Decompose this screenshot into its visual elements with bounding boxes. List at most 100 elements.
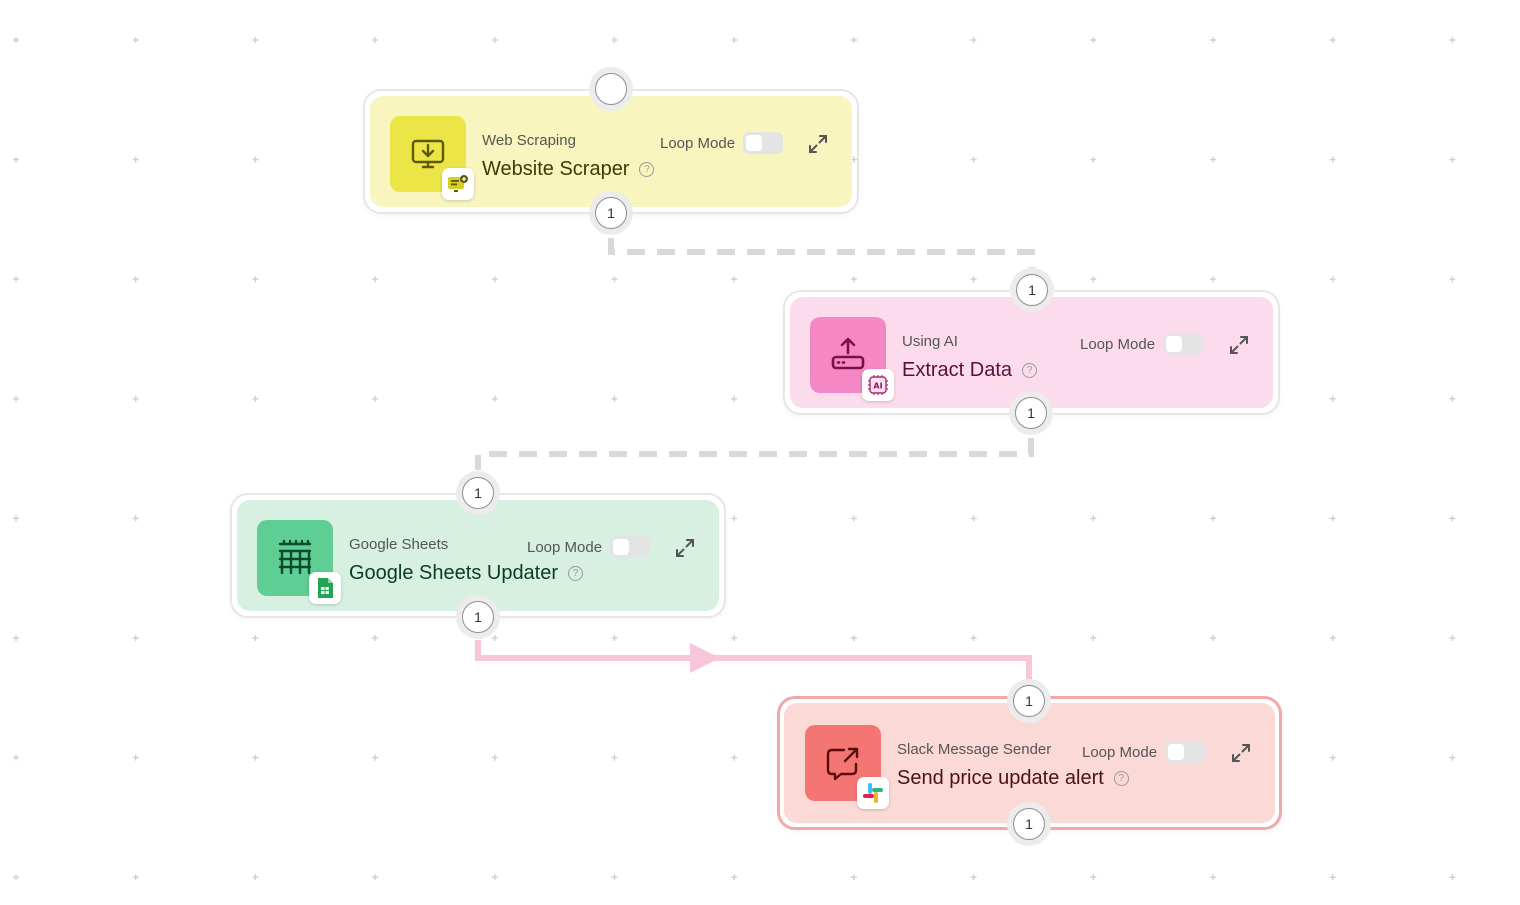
grid-dot bbox=[731, 874, 738, 881]
help-icon[interactable]: ? bbox=[639, 162, 655, 177]
input-port-count bbox=[595, 73, 627, 105]
help-icon[interactable]: ? bbox=[1113, 771, 1129, 786]
upload-tray-icon bbox=[831, 337, 865, 370]
loop-mode-label: Loop Mode bbox=[1080, 335, 1156, 353]
loop-mode-toggle[interactable] bbox=[610, 536, 651, 558]
grid-dot bbox=[372, 635, 379, 641]
grid-dot bbox=[13, 37, 19, 43]
output-port[interactable]: 1 bbox=[589, 191, 633, 235]
grid-dot bbox=[1210, 156, 1216, 163]
grid-dot bbox=[372, 276, 379, 283]
node-body: Google Sheets Google Sheets Updater ? Lo… bbox=[237, 500, 719, 611]
grid-dot bbox=[1090, 635, 1097, 641]
expand-icon[interactable] bbox=[1229, 741, 1253, 765]
grid-dot bbox=[1449, 874, 1456, 881]
grid-dot bbox=[611, 635, 618, 641]
grid-dot bbox=[1210, 635, 1216, 641]
grid-dot bbox=[850, 874, 857, 881]
grid-dot bbox=[1329, 515, 1336, 522]
connection-extract-to-sheets[interactable] bbox=[475, 438, 1034, 470]
grid-dot bbox=[611, 754, 618, 761]
node-body: Web Scraping Website Scraper ? Loop Mode bbox=[370, 96, 852, 207]
grid-dot bbox=[13, 395, 19, 402]
grid-dot bbox=[1329, 276, 1336, 283]
expand-icon[interactable] bbox=[806, 132, 830, 156]
grid-dot bbox=[970, 37, 977, 43]
node-google-sheets-updater[interactable]: Google Sheets Google Sheets Updater ? Lo… bbox=[230, 493, 726, 618]
grid-dot bbox=[13, 515, 19, 522]
grid-dot bbox=[1210, 276, 1216, 283]
loop-mode-toggle[interactable] bbox=[1163, 333, 1204, 355]
grid-dot bbox=[1329, 874, 1336, 881]
grid-dot bbox=[491, 874, 498, 881]
grid-dot bbox=[1449, 156, 1456, 163]
grid-dot bbox=[252, 276, 259, 283]
input-port[interactable]: 1 bbox=[456, 471, 500, 515]
output-port[interactable]: 1 bbox=[1007, 802, 1051, 846]
loop-mode-toggle[interactable] bbox=[743, 132, 784, 154]
expand-icon[interactable] bbox=[673, 536, 697, 560]
output-port[interactable]: 1 bbox=[1009, 391, 1053, 435]
output-port-count: 1 bbox=[1015, 397, 1047, 429]
node-body: AI Using AI Extract Data ? Loop Mode bbox=[790, 297, 1273, 408]
grid-dot bbox=[1090, 276, 1097, 283]
grid-dot bbox=[372, 37, 379, 43]
grid-dot bbox=[1449, 515, 1456, 522]
input-port-count: 1 bbox=[1016, 274, 1048, 306]
node-title[interactable]: Website Scraper bbox=[482, 158, 630, 180]
grid-dot bbox=[13, 635, 19, 641]
grid-dot bbox=[491, 395, 498, 402]
grid-dot bbox=[731, 515, 738, 522]
node-title[interactable]: Send price update alert bbox=[897, 767, 1104, 789]
grid-dot bbox=[252, 635, 259, 641]
connection-sheets-to-slack[interactable] bbox=[475, 640, 1032, 680]
node-title[interactable]: Google Sheets Updater bbox=[349, 562, 559, 584]
message-share-icon bbox=[826, 747, 859, 781]
grid-dot bbox=[970, 515, 977, 522]
grid-dot bbox=[491, 37, 498, 43]
output-port[interactable]: 1 bbox=[456, 595, 500, 639]
grid-dot bbox=[1449, 754, 1456, 761]
grid-dot bbox=[132, 37, 139, 43]
web-scraper-badge-icon bbox=[442, 168, 474, 200]
input-port[interactable] bbox=[589, 67, 633, 111]
grid-dot bbox=[731, 37, 738, 43]
help-icon[interactable]: ? bbox=[1022, 363, 1038, 378]
help-icon[interactable]: ? bbox=[568, 566, 584, 581]
grid-dot bbox=[491, 754, 498, 761]
input-port-count: 1 bbox=[1013, 685, 1045, 717]
node-title[interactable]: Extract Data bbox=[902, 359, 1013, 381]
loop-mode-toggle[interactable] bbox=[1165, 741, 1206, 763]
output-port-count: 1 bbox=[1013, 808, 1045, 840]
grid-dot bbox=[611, 874, 618, 881]
grid-dot bbox=[252, 754, 259, 761]
grid-dot bbox=[1449, 37, 1456, 43]
grid-dot bbox=[1090, 874, 1097, 881]
grid-dot bbox=[252, 156, 259, 163]
loop-mode-label: Loop Mode bbox=[660, 134, 736, 152]
grid-dot bbox=[1090, 156, 1097, 163]
output-port-count: 1 bbox=[595, 197, 627, 229]
grid-dot bbox=[731, 635, 738, 641]
grid-dot bbox=[1329, 635, 1336, 641]
grid-dot bbox=[491, 635, 498, 641]
grid-dot bbox=[731, 276, 738, 283]
grid-dot bbox=[850, 635, 857, 641]
grid-dot bbox=[491, 276, 498, 283]
grid-dot bbox=[132, 874, 139, 881]
input-port[interactable]: 1 bbox=[1010, 268, 1054, 312]
grid-dot bbox=[1449, 276, 1456, 283]
grid-dot bbox=[1210, 874, 1216, 881]
grid-dot bbox=[132, 156, 139, 163]
ai-chip-badge-icon: AI bbox=[862, 369, 894, 401]
node-website-scraper[interactable]: Web Scraping Website Scraper ? Loop Mode bbox=[363, 89, 859, 214]
input-port[interactable]: 1 bbox=[1007, 679, 1051, 723]
ai-badge-text: AI bbox=[873, 382, 882, 391]
connection-scraper-to-extract[interactable] bbox=[608, 238, 1035, 268]
monitor-download-icon bbox=[411, 139, 445, 169]
grid-dot bbox=[970, 276, 977, 283]
grid-dot bbox=[970, 874, 977, 881]
expand-icon[interactable] bbox=[1227, 333, 1251, 357]
node-extract-data[interactable]: AI Using AI Extract Data ? Loop Mode bbox=[783, 290, 1280, 415]
